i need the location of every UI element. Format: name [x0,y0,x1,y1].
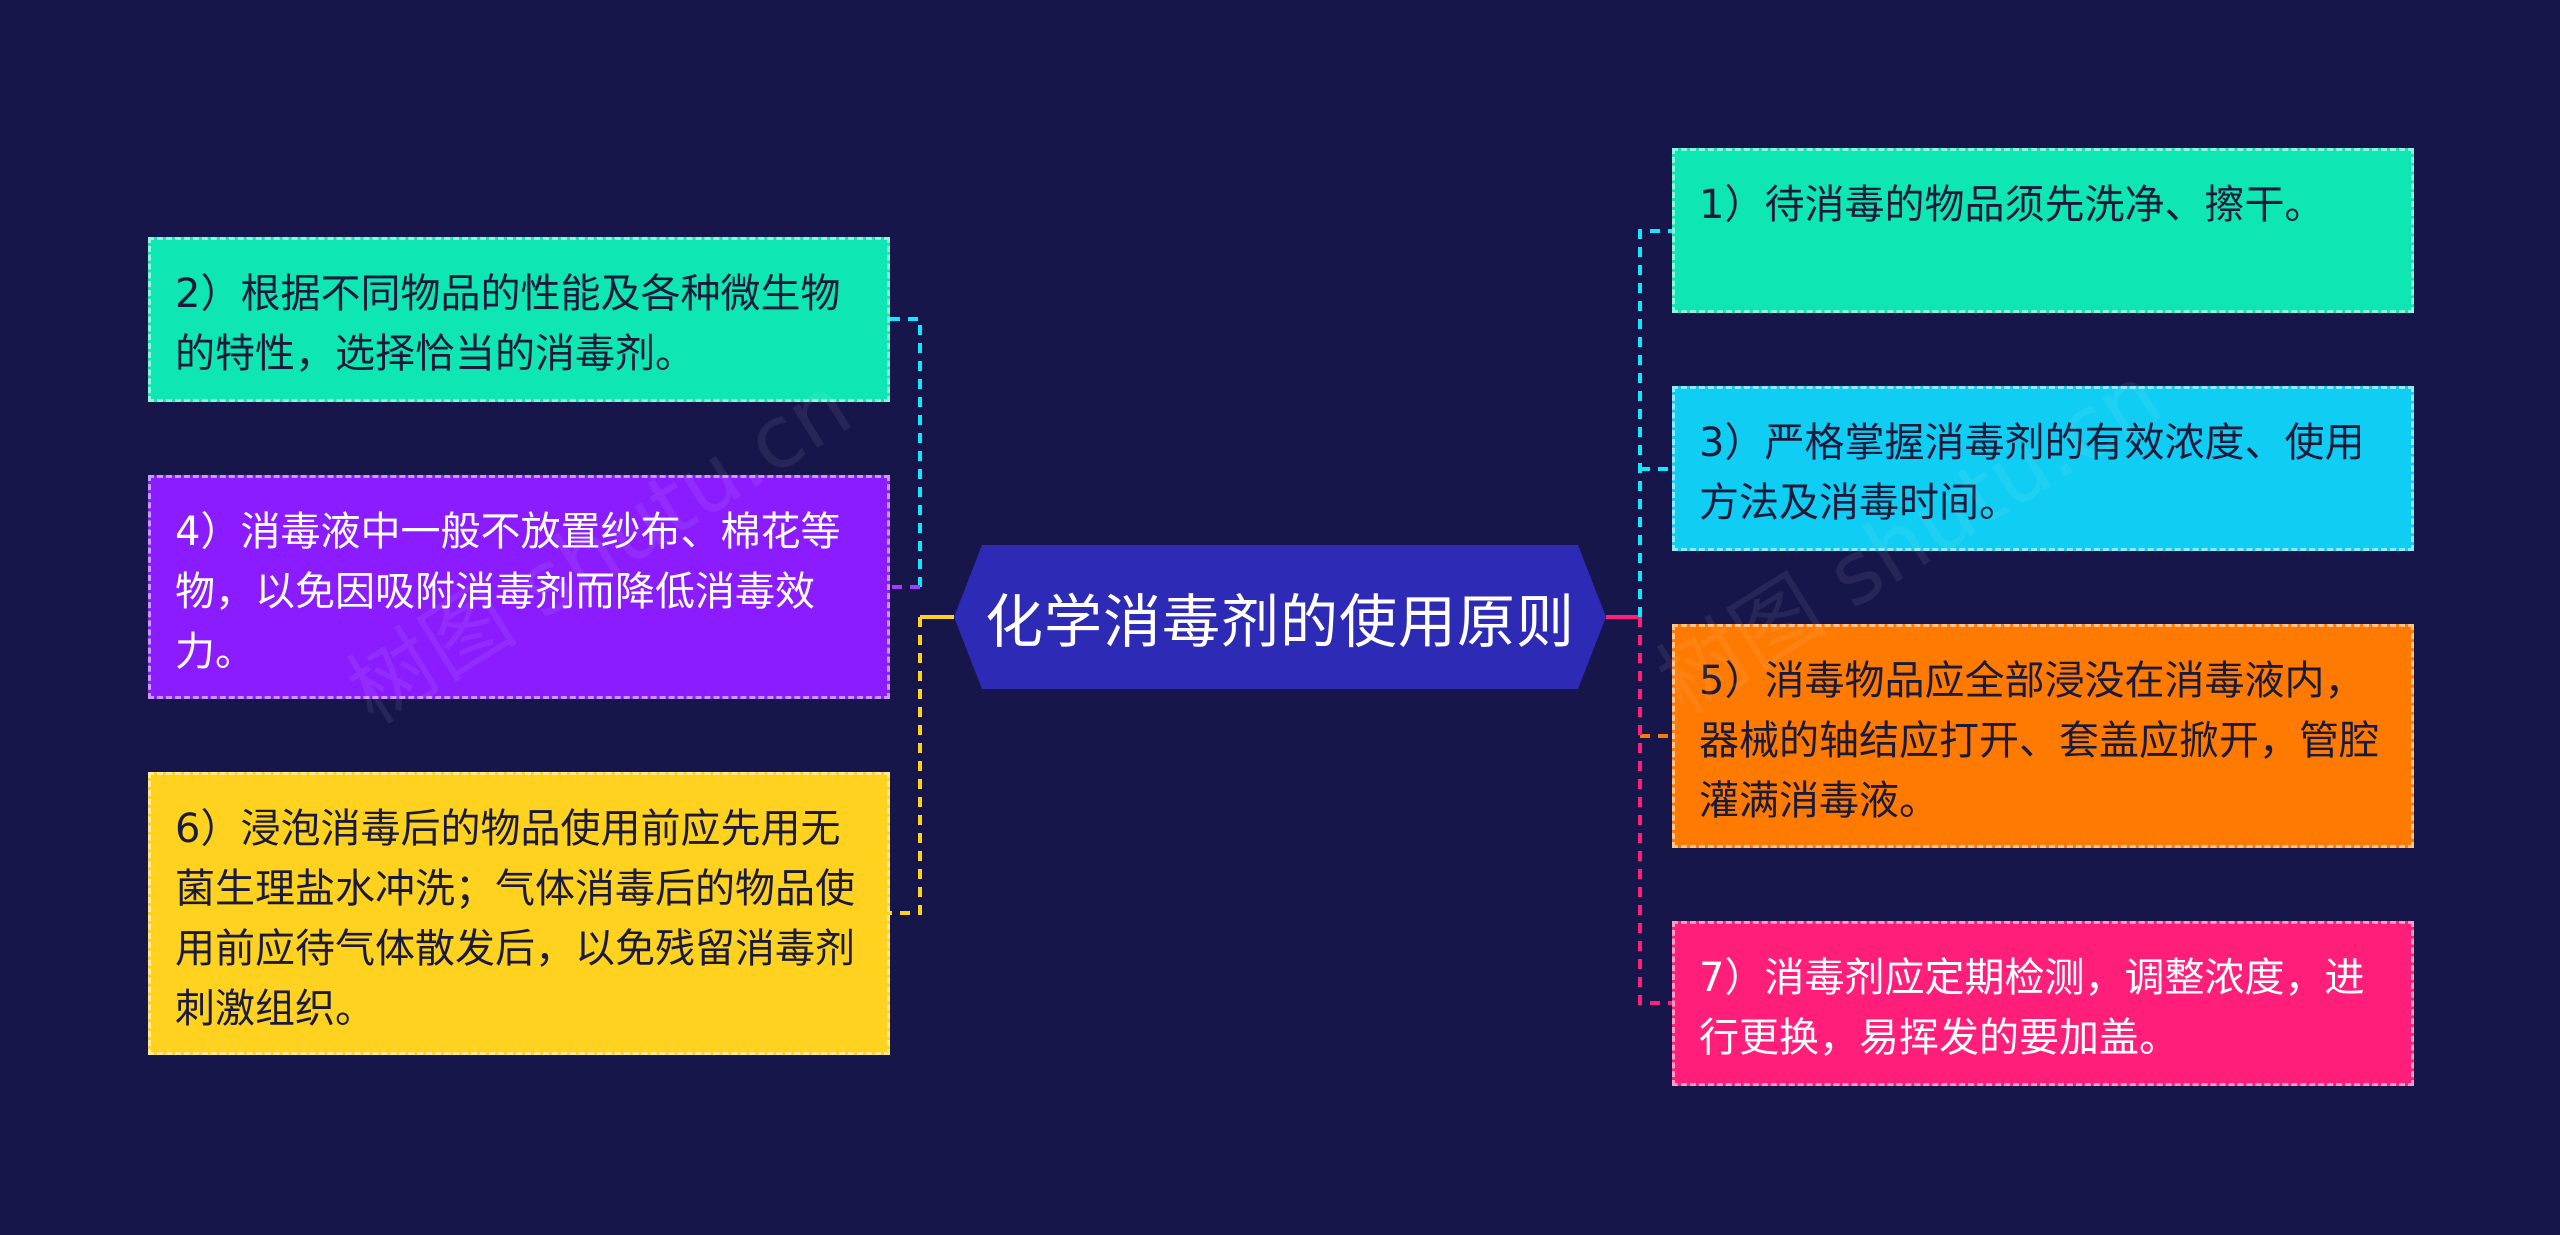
branch-node-7-text: 7）消毒剂应定期检测，调整浓度，进行更换，易挥发的要加盖。 [1699,955,2365,1061]
branch-node-1-text: 1）待消毒的物品须先洗净、擦干。 [1699,182,2325,228]
branch-node-6[interactable]: 6）浸泡消毒后的物品使用前应先用无菌生理盐水冲洗；气体消毒后的物品使用前应待气体… [148,772,890,1055]
connector-node-2 [890,317,922,587]
central-topic-title: 化学消毒剂的使用原则 [984,588,1575,656]
connector-node-7 [1638,617,1672,1005]
branch-node-4[interactable]: 4）消毒液中一般不放置纱布、棉花等物，以免因吸附消毒剂而降低消毒效力。 [148,475,890,699]
branch-node-3[interactable]: 3）严格掌握消毒剂的有效浓度、使用方法及消毒时间。 [1672,386,2414,551]
branch-node-5[interactable]: 5）消毒物品应全部浸没在消毒液内，器械的轴结应打开、套盖应掀开，管腔灌满消毒液。 [1672,624,2414,848]
branch-node-4-text: 4）消毒液中一般不放置纱布、棉花等物，以免因吸附消毒剂而降低消毒效力。 [175,509,841,675]
branch-node-6-text: 6）浸泡消毒后的物品使用前应先用无菌生理盐水冲洗；气体消毒后的物品使用前应待气体… [175,806,855,1032]
connector-node-1 [1638,229,1672,617]
branch-node-5-text: 5）消毒物品应全部浸没在消毒液内，器械的轴结应打开、套盖应掀开，管腔灌满消毒液。 [1699,658,2379,824]
branch-node-2[interactable]: 2）根据不同物品的性能及各种微生物的特性，选择恰当的消毒剂。 [148,237,890,402]
branch-node-7[interactable]: 7）消毒剂应定期检测，调整浓度，进行更换，易挥发的要加盖。 [1672,921,2414,1086]
branch-node-2-text: 2）根据不同物品的性能及各种微生物的特性，选择恰当的消毒剂。 [175,271,841,377]
branch-node-1[interactable]: 1）待消毒的物品须先洗净、擦干。 [1672,148,2414,313]
connector-node-6 [890,617,922,915]
branch-node-3-text: 3）严格掌握消毒剂的有效浓度、使用方法及消毒时间。 [1699,420,2365,526]
central-topic[interactable]: 化学消毒剂的使用原则 [954,545,1606,689]
